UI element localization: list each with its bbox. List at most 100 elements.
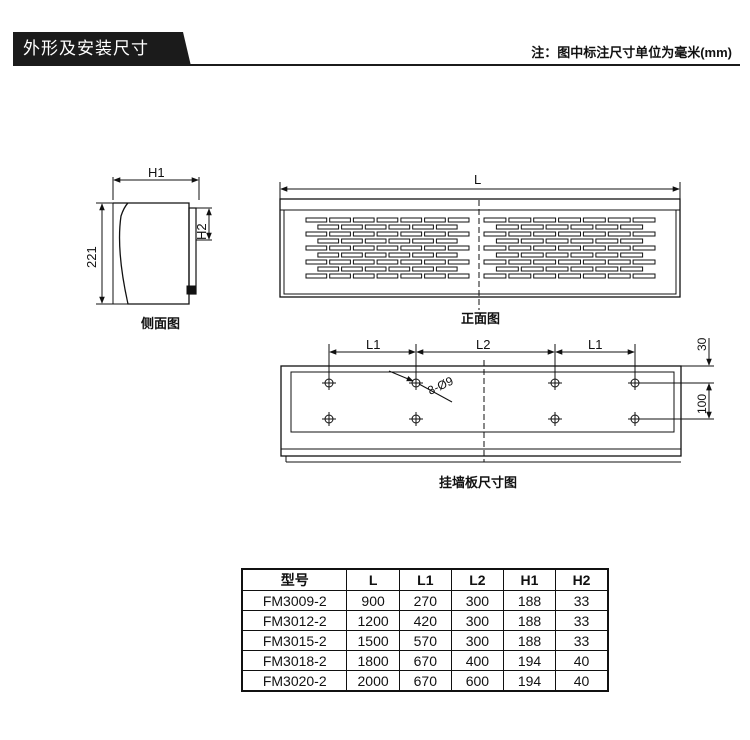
table-header-cell: H2 [555,568,609,591]
spec-table: 型号 L L1 L2 H1 H2 FM3009-2 900 270 300 18… [241,568,609,692]
grille-slot [400,231,423,237]
grille-slot [424,231,446,237]
table-row: FM3018-2 1800 670 400 194 40 [241,650,609,671]
grille-slot [620,266,644,272]
grille-slot [352,273,375,279]
section-title: 外形及安装尺寸 [13,32,191,66]
grille-slot [424,245,446,251]
air-grille-left [305,217,470,279]
grille-slot [424,273,446,279]
grille-slot [520,224,544,230]
table-cell: 194 [502,670,557,692]
grille-slot [329,273,351,279]
grille-slot [447,217,470,223]
grille-slot [595,238,619,244]
grille-slot [508,217,532,223]
grille-slot [317,252,340,258]
grille-slot [400,259,423,265]
side-dim-h1: H1 [148,165,165,180]
grille-slot [545,224,569,230]
grille-slot [447,273,470,279]
grille-slot [305,259,328,265]
plate-dim-30: 30 [695,337,709,351]
front-view [279,182,681,310]
table-cell: 194 [502,650,557,671]
front-dim-l: L [474,172,481,187]
grille-slot [364,224,387,230]
side-view-caption: 侧面图 [141,316,180,331]
table-cell: 900 [346,590,400,611]
air-grille-right [483,217,656,279]
grille-slot [582,217,606,223]
grille-slot [341,238,363,244]
grille-slot [582,259,606,265]
grille-slot [352,245,375,251]
grille-slot [632,259,656,265]
table-cell: 33 [555,590,609,611]
grille-slot [400,217,423,223]
grille-slot [412,238,434,244]
grille-slot [570,252,594,258]
plate-dim-l1-right: L1 [588,337,602,352]
grille-slot [582,231,606,237]
grille-slot [607,231,631,237]
mount-plate-view [280,338,714,463]
table-cell: FM3020-2 [241,670,348,692]
plate-dim-l1-left: L1 [366,337,380,352]
side-dim-height: 221 [84,246,99,268]
grille-slot [364,252,387,258]
grille-slot [495,224,519,230]
table-header-row: 型号 L L1 L2 H1 H2 [241,568,609,591]
grille-slot [508,273,532,279]
grille-slot [632,217,656,223]
grille-slot [352,231,375,237]
grille-slot [632,245,656,251]
grille-slot [305,245,328,251]
grille-slot [558,259,581,265]
table-cell: 670 [398,670,452,692]
grille-slot [483,217,507,223]
table-cell: 570 [398,630,452,651]
grille-slot [329,259,351,265]
table-cell: 40 [555,670,609,692]
grille-slot [495,238,519,244]
grille-slot [533,273,557,279]
units-note: 注：图中标注尺寸单位为毫米(mm) [531,45,732,60]
grille-slot [388,252,411,258]
grille-slot [545,252,569,258]
plate-hole-label: 8-Ø9 [425,374,455,398]
grille-slot [520,266,544,272]
header-rule [13,64,740,66]
table-header-cell: H1 [502,568,557,591]
table-row: FM3015-2 1500 570 300 188 33 [241,630,609,651]
table-cell: FM3015-2 [241,630,348,651]
grille-slot [483,245,507,251]
grille-slot [447,231,470,237]
grille-slot [558,231,581,237]
grille-slot [533,217,557,223]
grille-slot [620,224,644,230]
technical-drawing: H1 H2 221 侧面图 L 正面图 [84,165,714,490]
grille-slot [341,266,363,272]
grille-slot [317,266,340,272]
plate-dim-100: 100 [695,394,709,414]
grille-slot [305,273,328,279]
grille-slot [424,217,446,223]
grille-slot [412,252,434,258]
grille-slot [607,259,631,265]
plate-dim-l2: L2 [476,337,490,352]
grille-slot [376,259,399,265]
grille-slot [495,252,519,258]
grille-slot [495,266,519,272]
grille-slot [620,238,644,244]
grille-slot [376,217,399,223]
grille-slot [508,259,532,265]
grille-slot [595,266,619,272]
grille-slot [483,259,507,265]
grille-slot [352,217,375,223]
table-cell: FM3018-2 [241,650,348,671]
table-cell: 2000 [346,670,400,692]
table-header-cell: L [346,568,400,591]
grille-slot [400,273,423,279]
grille-slot [582,273,606,279]
